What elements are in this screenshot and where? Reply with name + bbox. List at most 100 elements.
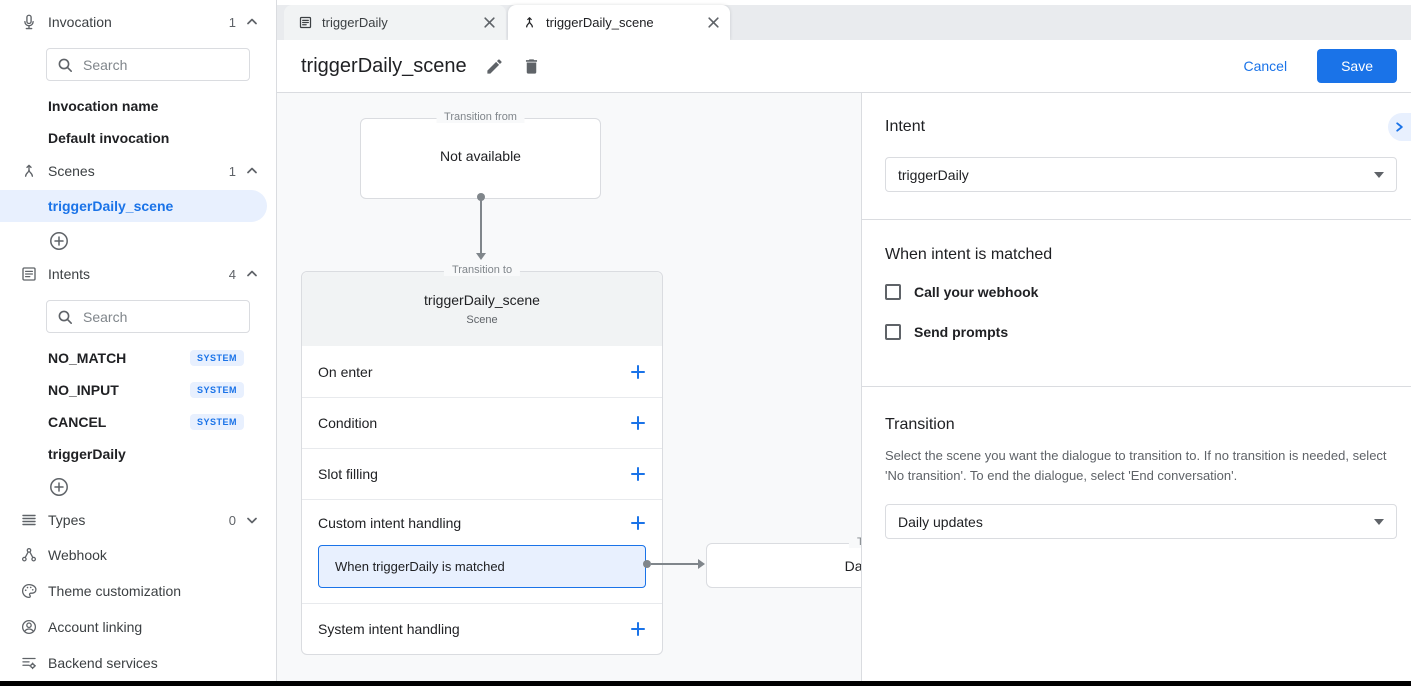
section-label: Types [48, 512, 86, 528]
nav-label: Webhook [48, 547, 107, 563]
add-intent-button[interactable] [0, 470, 276, 503]
invocation-search-input[interactable] [81, 55, 211, 74]
add-system-intent-button[interactable] [630, 621, 646, 637]
details-panel: Intent triggerDaily When intent is match… [861, 93, 1411, 681]
main-area: triggerDaily triggerDaily_scene triggerD… [277, 0, 1411, 681]
scenes-icon [20, 162, 38, 180]
send-prompts-checkbox-row[interactable]: Send prompts [885, 324, 1397, 340]
tab-triggerdaily[interactable]: triggerDaily [284, 5, 506, 40]
edit-icon[interactable] [485, 57, 504, 76]
sidebar-section-intents[interactable]: Intents 4 [0, 257, 276, 291]
connector-line-right [651, 563, 699, 565]
sidebar-section-types[interactable]: Types 0 [0, 503, 276, 537]
scene-row-custom-intent-handling: Custom intent handling When triggerDaily… [302, 499, 662, 588]
section-count: 4 [228, 266, 236, 282]
sidebar-item-webhook[interactable]: Webhook [0, 537, 276, 573]
scene-row-system-intent-handling: System intent handling [302, 603, 662, 654]
node-legend: Transition to [443, 264, 521, 276]
add-on-enter-button[interactable] [630, 364, 646, 380]
section-count: 1 [228, 14, 236, 30]
scene-row-condition: Condition [302, 397, 662, 448]
sidebar: Invocation 1 Invocation name Default inv… [0, 0, 277, 681]
add-condition-button[interactable] [630, 415, 646, 431]
scene-row-slot-filling: Slot filling [302, 448, 662, 499]
checkbox-unchecked [885, 284, 901, 300]
intent-section: Intent triggerDaily [862, 93, 1411, 220]
sidebar-item-triggerdaily[interactable]: triggerDaily [0, 438, 276, 470]
nav-label: Account linking [48, 619, 143, 635]
transition-select-value: Daily updates [898, 513, 983, 530]
intent-name: triggerDaily [48, 446, 126, 462]
chevron-down-icon [246, 514, 258, 526]
section-label: Invocation [48, 14, 112, 30]
types-icon [20, 511, 38, 529]
when-intent-matched-heading: When intent is matched [885, 246, 1053, 263]
nav-label: Theme customization [48, 583, 182, 599]
save-button[interactable]: Save [1317, 49, 1397, 83]
sidebar-item-no-match[interactable]: NO_MATCH SYSTEM [0, 342, 276, 374]
dropdown-caret-icon [1374, 171, 1384, 178]
backend-services-icon [20, 654, 38, 672]
transition-description: Select the scene you want the dialogue t… [885, 448, 1387, 483]
plus-circle-icon [49, 477, 69, 497]
intent-icon [298, 15, 313, 30]
call-webhook-checkbox-row[interactable]: Call your webhook [885, 284, 1397, 300]
intent-heading: Intent [885, 118, 926, 135]
intent-name: NO_INPUT [48, 382, 119, 398]
sidebar-section-invocation[interactable]: Invocation 1 [0, 5, 276, 39]
dropdown-caret-icon [1374, 518, 1384, 525]
scene-icon [522, 15, 537, 30]
chevron-right-icon [1396, 122, 1403, 132]
sidebar-item-backend-services[interactable]: Backend services [0, 645, 276, 681]
tab-label: triggerDaily [322, 15, 388, 30]
add-scene-button[interactable] [0, 224, 276, 257]
scene-graph-canvas[interactable]: Transition from Not available Transition… [277, 93, 861, 681]
nav-label: Backend services [48, 655, 158, 671]
add-custom-intent-button[interactable] [630, 515, 646, 531]
invocation-search [46, 48, 250, 81]
sidebar-item-no-input[interactable]: NO_INPUT SYSTEM [0, 374, 276, 406]
when-intent-matched-section: When intent is matched Call your webhook… [862, 220, 1411, 387]
section-label: Scenes [48, 163, 95, 179]
delete-icon[interactable] [522, 57, 541, 76]
tab-triggerdaily-scene[interactable]: triggerDaily_scene [508, 5, 730, 40]
checkbox-unchecked [885, 324, 901, 340]
arrow-down-icon [476, 253, 486, 260]
sidebar-item-theme-customization[interactable]: Theme customization [0, 573, 276, 609]
plus-circle-icon [49, 231, 69, 251]
node-legend: Transition to [848, 536, 861, 548]
intents-search-input[interactable] [81, 307, 211, 326]
intent-select-value: triggerDaily [898, 166, 969, 183]
intent-handler-when-triggerdaily-matched[interactable]: When triggerDaily is matched [318, 545, 646, 588]
page-header: triggerDaily_scene Cancel Save [277, 40, 1411, 93]
account-circle-icon [20, 618, 38, 636]
window-bottom-edge [0, 681, 1411, 686]
scene-node-daily-updates[interactable]: Transition to Daily updates [706, 536, 861, 588]
transition-from-node: Transition from Not available [360, 111, 601, 199]
close-icon[interactable] [483, 16, 496, 29]
arrow-right-icon [698, 559, 705, 569]
sidebar-item-triggerdaily-scene[interactable]: triggerDaily_scene [0, 190, 267, 222]
add-slot-filling-button[interactable] [630, 466, 646, 482]
sidebar-item-default-invocation[interactable]: Default invocation [48, 130, 170, 146]
intent-select[interactable]: triggerDaily [885, 157, 1397, 192]
sidebar-item-cancel[interactable]: CANCEL SYSTEM [0, 406, 276, 438]
section-count: 0 [228, 512, 236, 528]
sidebar-item-invocation-name[interactable]: Invocation name [48, 98, 159, 114]
close-icon[interactable] [707, 16, 720, 29]
scene-node-triggerdaily-scene[interactable]: Transition to triggerDaily_scene Scene O… [301, 264, 663, 655]
webhook-icon [20, 546, 38, 564]
transition-from-content: Not available [440, 147, 521, 164]
sidebar-item-account-linking[interactable]: Account linking [0, 609, 276, 645]
chevron-up-icon [246, 16, 258, 28]
content-area: Transition from Not available Transition… [277, 93, 1411, 681]
microphone-icon [20, 13, 38, 31]
sidebar-section-scenes[interactable]: Scenes 1 [0, 154, 276, 188]
section-label: Intents [48, 266, 91, 282]
scene-row-on-enter: On enter [302, 346, 662, 397]
section-count: 1 [228, 163, 236, 179]
collapse-panel-button[interactable] [1388, 113, 1411, 141]
tab-bar: triggerDaily triggerDaily_scene [277, 0, 1411, 40]
transition-select[interactable]: Daily updates [885, 504, 1397, 539]
cancel-button[interactable]: Cancel [1243, 58, 1288, 74]
